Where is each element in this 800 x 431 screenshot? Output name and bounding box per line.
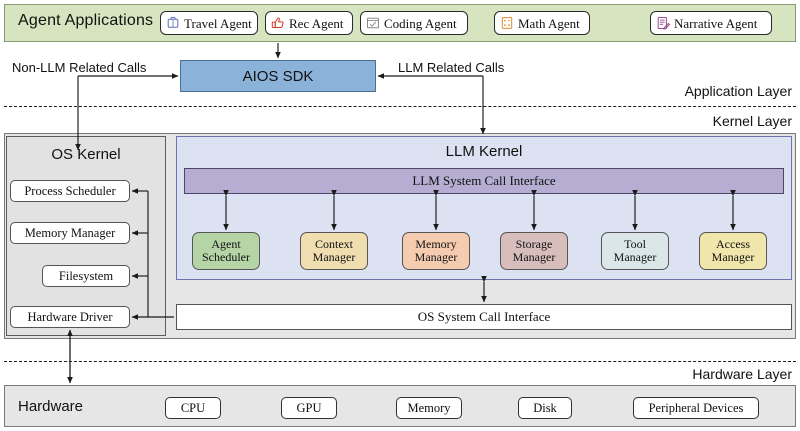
hardware-device-label: GPU [296,400,322,415]
aios-sdk-label: AIOS SDK [242,67,314,85]
agent-chip-label: Narrative Agent [674,15,758,31]
agent-chip-label: Travel Agent [184,15,252,31]
kernel-layer-caption: Kernel Layer [712,113,792,129]
llm-manager-label-line2: Manager [711,250,755,264]
hardware-device-label: Memory [407,400,451,415]
non-llm-related-calls-label: Non-LLM Related Calls [12,60,147,75]
suitcase-icon [166,16,180,30]
os-module-process-scheduler[interactable]: Process Scheduler [10,180,130,202]
llm-manager-label-line1: Memory [415,236,457,251]
hardware-device-disk[interactable]: Disk [518,397,572,419]
agent-chip-travel-agent[interactable]: Travel Agent [160,11,258,35]
os-module-memory-manager[interactable]: Memory Manager [10,222,130,244]
llm-manager-storage-manager[interactable]: Storage Manager [500,232,568,270]
llm-manager-memory-manager[interactable]: Memory Manager [402,232,470,270]
llm-manager-access-manager[interactable]: Access Manager [699,232,767,270]
hardware-device-gpu[interactable]: GPU [281,397,337,419]
llm-manager-context-manager[interactable]: Context Manager [300,232,368,270]
agent-applications-label: Agent Applications [18,12,154,29]
calculator-icon [500,16,514,30]
hardware-device-memory[interactable]: Memory [396,397,462,419]
hardware-device-label: Disk [533,400,557,415]
os-module-filesystem[interactable]: Filesystem [42,265,130,287]
agent-chip-narrative-agent[interactable]: Narrative Agent [650,11,772,35]
llm-system-call-interface-box[interactable]: LLM System Call Interface [184,168,784,194]
application-layer-caption: Application Layer [684,83,792,99]
hardware-device-peripheral-devices[interactable]: Peripheral Devices [633,397,759,419]
agent-chip-coding-agent[interactable]: Coding Agent [360,11,468,35]
llm-kernel-title: LLM Kernel [445,143,523,160]
llm-related-calls-label: LLM Related Calls [398,60,505,75]
hardware-device-label: CPU [180,400,206,415]
llm-manager-label-line2: Manager [613,250,657,264]
llm-system-call-interface-label: LLM System Call Interface [412,173,556,188]
agent-chip-rec-agent[interactable]: Rec Agent [265,11,353,35]
code-window-icon [366,16,380,30]
hardware-device-cpu[interactable]: CPU [165,397,221,419]
agent-chip-math-agent[interactable]: Math Agent [494,11,590,35]
llm-manager-label-line2: Manager [414,250,458,264]
llm-manager-label-line1: Tool [624,236,646,251]
llm-manager-label-line1: Storage [515,236,553,251]
os-kernel-title: OS Kernel [51,146,121,163]
os-module-label: Memory Manager [24,225,116,240]
llm-manager-label-line1: Agent [211,236,241,251]
os-system-call-interface-box[interactable]: OS System Call Interface [176,304,792,330]
os-module-label: Process Scheduler [24,183,116,198]
llm-manager-label-line2: Scheduler [202,250,250,264]
llm-manager-label-line2: Manager [312,250,356,264]
llm-manager-label-line1: Context [315,236,353,251]
hardware-layer-caption: Hardware Layer [692,366,792,382]
llm-manager-label-line1: Access [716,236,750,251]
agent-chip-label: Math Agent [518,15,580,31]
os-module-label: Hardware Driver [27,309,113,324]
hardware-label: Hardware [18,398,84,415]
kernel-hardware-divider [4,361,796,362]
llm-kernel-box [176,136,792,280]
os-module-hardware-driver[interactable]: Hardware Driver [10,306,130,328]
llm-manager-agent-scheduler[interactable]: Agent Scheduler [192,232,260,270]
llm-manager-label-line2: Manager [512,250,556,264]
thumbs-up-icon [271,16,285,30]
aios-sdk-box[interactable]: AIOS SDK [180,60,376,92]
application-kernel-divider [4,106,796,107]
agent-chip-label: Rec Agent [289,15,344,31]
document-pen-icon [656,16,671,30]
hardware-device-label: Peripheral Devices [648,400,744,415]
os-module-label: Filesystem [58,268,114,283]
agent-chip-label: Coding Agent [384,15,457,31]
llm-manager-tool-manager[interactable]: Tool Manager [601,232,669,270]
os-system-call-interface-label: OS System Call Interface [417,309,551,324]
